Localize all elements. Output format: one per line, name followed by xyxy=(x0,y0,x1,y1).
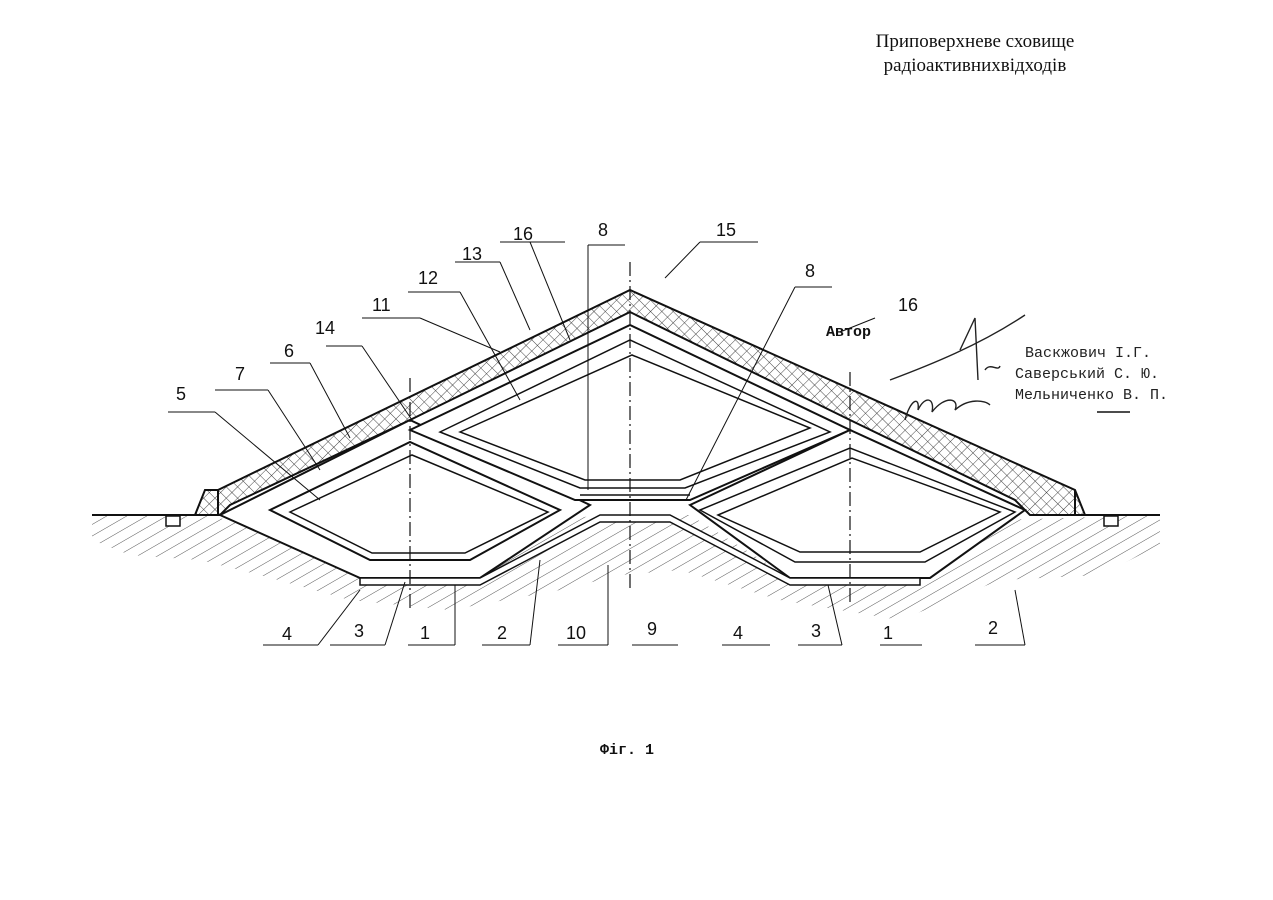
label-16: 16 xyxy=(513,224,533,244)
label-bottom-4: 4 xyxy=(282,624,292,644)
label-11: 11 xyxy=(372,295,391,315)
label-7: 7 xyxy=(235,364,245,384)
author-3: Мельниченко В. П. xyxy=(1015,387,1168,404)
label-14: 14 xyxy=(315,318,335,338)
authors-heading: Автор xyxy=(826,324,871,341)
label-5: 5 xyxy=(176,384,186,404)
figure-caption: Фіг. 1 xyxy=(600,742,654,759)
label-bottom-3: 3 xyxy=(354,621,364,641)
label-bottom-1-right: 1 xyxy=(883,623,893,643)
label-bottom-10: 10 xyxy=(566,623,586,643)
label-bottom-1: 1 xyxy=(420,623,430,643)
signatures xyxy=(890,315,1025,420)
label-13: 13 xyxy=(462,244,482,264)
label-bottom-3-right: 3 xyxy=(811,621,821,641)
author-2: Саверський С. Ю. xyxy=(1015,366,1159,383)
label-bottom-9: 9 xyxy=(647,619,657,639)
label-bottom-2-right: 2 xyxy=(988,618,998,638)
label-8: 8 xyxy=(598,220,608,240)
label-16-right: 16 xyxy=(898,295,918,315)
label-bottom-2: 2 xyxy=(497,623,507,643)
label-12: 12 xyxy=(418,268,438,288)
label-6: 6 xyxy=(284,341,294,361)
ground xyxy=(92,515,1160,620)
label-15: 15 xyxy=(716,220,736,240)
label-bottom-4-right: 4 xyxy=(733,623,743,643)
author-1: Васкжович І.Г. xyxy=(1025,345,1151,362)
label-8-right: 8 xyxy=(805,261,815,281)
